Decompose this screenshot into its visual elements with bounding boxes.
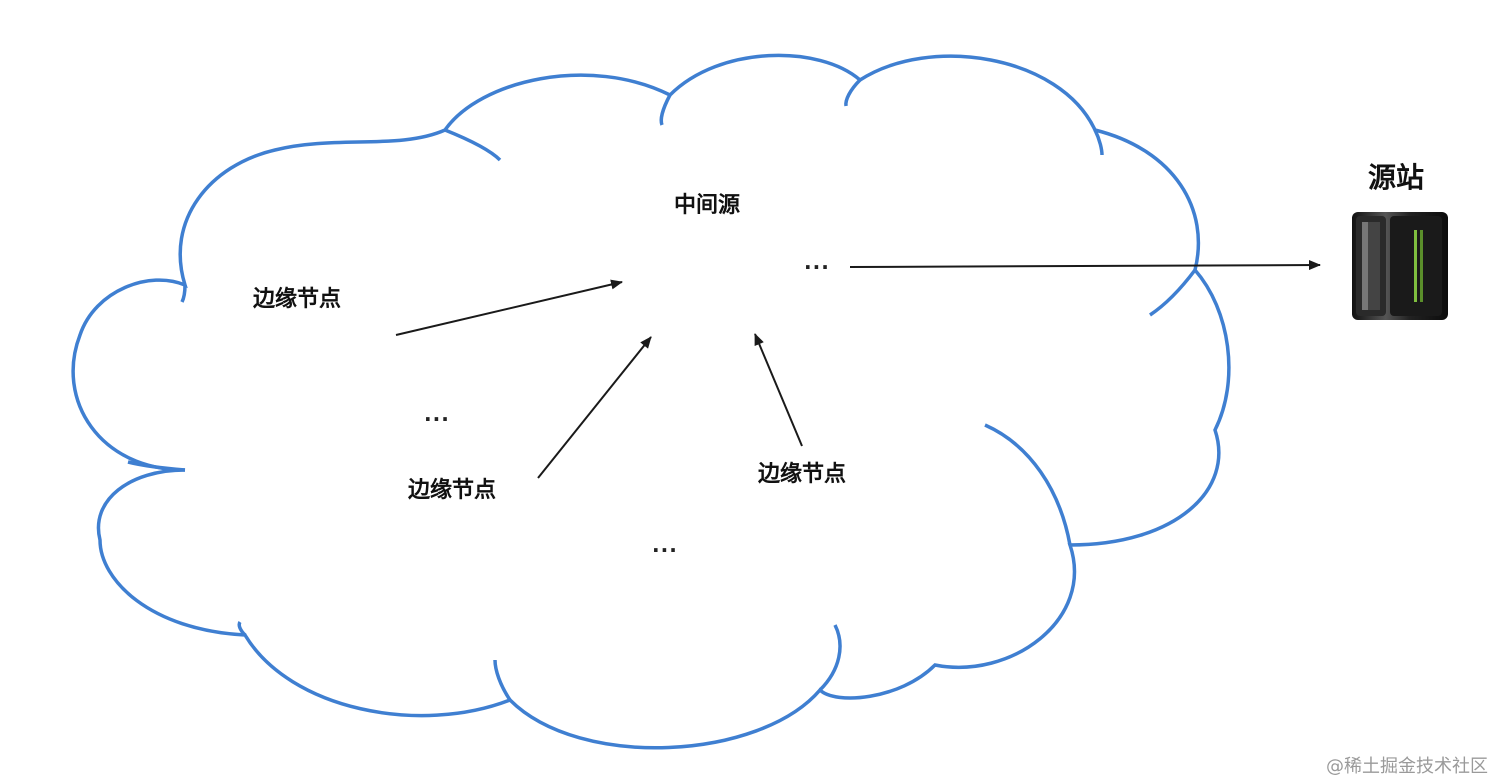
arrow-middle-to-origin <box>849 260 1321 271</box>
arrow-edge2-to-middle <box>537 336 652 479</box>
cloud-inner-arc <box>493 659 512 701</box>
cloud-inner-arc <box>984 423 1072 546</box>
ellipsis: ... <box>804 250 830 274</box>
arrow-edge1-to-middle <box>395 279 623 336</box>
cloud-inner-arc <box>1149 268 1197 317</box>
cloud-inner-arc <box>844 78 862 107</box>
origin-label: 源站 <box>1368 161 1425 194</box>
origin-server-icon <box>1352 212 1448 320</box>
cloud-inner-arc <box>818 624 842 692</box>
cloud-inner-arc <box>180 284 187 303</box>
watermark: @稀土掘金技术社区 <box>1326 756 1488 777</box>
edge-node-label: 边缘节点 <box>253 287 342 312</box>
ellipsis: ... <box>424 402 450 426</box>
cloud-outline <box>71 53 1231 750</box>
cloud-inner-arc <box>127 460 186 472</box>
arrow-edge3-to-middle <box>754 333 803 447</box>
ellipsis: ... <box>652 533 678 557</box>
cloud-inner-arc <box>1093 129 1104 156</box>
edge-node-label: 边缘节点 <box>408 478 497 503</box>
cloud-inner-arc <box>444 128 502 162</box>
cloud-inner-arc <box>659 94 672 126</box>
cloud-inner-arc <box>237 621 247 637</box>
edge-node-label: 边缘节点 <box>758 462 847 487</box>
middle-source-label: 中间源 <box>674 193 741 218</box>
